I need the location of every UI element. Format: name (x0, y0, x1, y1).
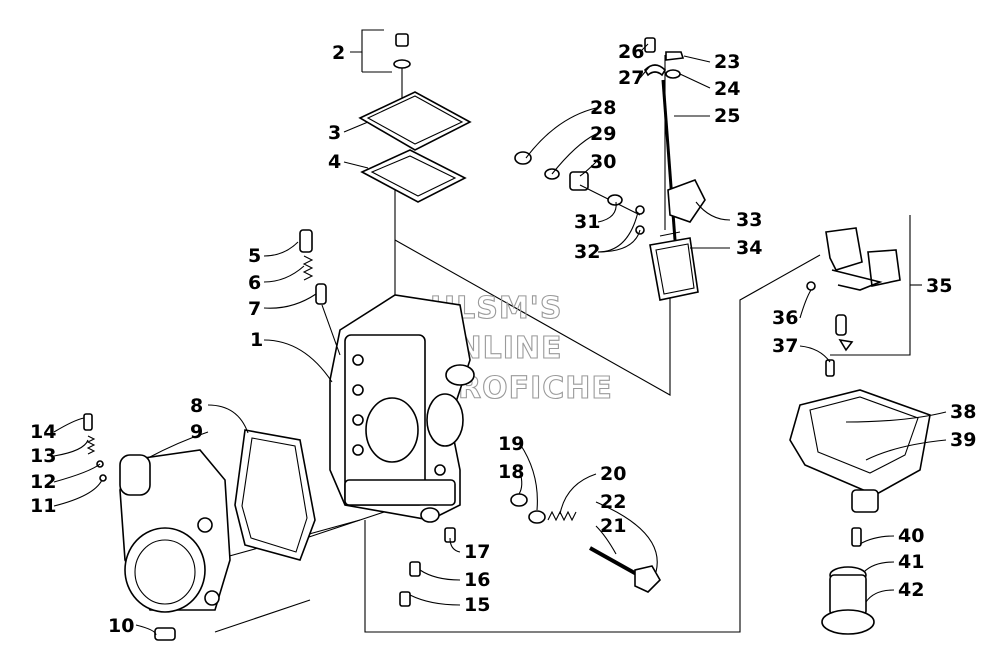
idle-spring (86, 435, 96, 455)
callout-23: 23 (714, 51, 740, 73)
callout-40: 40 (898, 525, 924, 547)
callout-13: 13 (30, 445, 56, 467)
callout-17: 17 (464, 541, 490, 563)
throttle-lever (667, 179, 706, 223)
callout-19: 19 (498, 433, 524, 455)
carburetor-body (329, 294, 475, 523)
callout-15: 15 (464, 594, 490, 616)
callout-9: 9 (190, 421, 203, 443)
callout-21: 21 (600, 515, 626, 537)
float-bowl-group (789, 389, 931, 635)
mixture-screw-knob (634, 565, 661, 593)
callout-24: 24 (714, 78, 740, 100)
callout-26: 26 (618, 41, 644, 63)
callout-29: 29 (590, 123, 616, 145)
callout-25: 25 (714, 105, 740, 127)
air-screw-parts (299, 229, 341, 356)
pilot-jet-group (399, 493, 661, 607)
callout-30: 30 (590, 151, 616, 173)
callout-16: 16 (464, 569, 490, 591)
o-ring (99, 474, 107, 482)
callout-8: 8 (190, 395, 203, 417)
mixture-spring (547, 510, 577, 522)
callout-41: 41 (898, 551, 924, 573)
adapter-gasket (234, 429, 316, 561)
top-cover-group (358, 33, 472, 203)
callout-33: 33 (736, 209, 762, 231)
top-cover-plate (358, 91, 472, 151)
callout-2: 2 (332, 42, 345, 64)
float-assembly-group (806, 215, 911, 377)
callout-leaders (53, 29, 947, 636)
idle-screw (83, 413, 93, 431)
float-bowl (789, 389, 931, 496)
callout-32: 32 (574, 241, 600, 263)
cover-washer (393, 59, 411, 69)
callout-10: 10 (108, 615, 134, 637)
throttle-slide-group (514, 37, 706, 301)
callout-35: 35 (926, 275, 952, 297)
cover-gasket (360, 149, 467, 203)
adapter-screw (154, 627, 176, 641)
callout-12: 12 (30, 471, 56, 493)
callout-4: 4 (328, 151, 341, 173)
air-screw-spring (302, 255, 314, 281)
callout-38: 38 (950, 401, 976, 423)
callout-18: 18 (498, 461, 524, 483)
callout-36: 36 (772, 307, 798, 329)
callout-numbers: 1 2 3 4 5 6 7 8 9 10 11 12 13 14 15 16 1… (30, 41, 976, 637)
callout-28: 28 (590, 97, 616, 119)
callout-1: 1 (250, 329, 263, 351)
callout-39: 39 (950, 429, 976, 451)
callout-34: 34 (736, 237, 762, 259)
throttle-slide (649, 237, 699, 301)
callout-27: 27 (618, 67, 644, 89)
callout-20: 20 (600, 463, 626, 485)
callout-31: 31 (574, 211, 600, 233)
air-screw (299, 229, 313, 253)
cover-screw (395, 33, 409, 47)
callout-11: 11 (30, 495, 56, 517)
callout-22: 22 (600, 491, 626, 513)
intake-adapter-group (83, 413, 316, 641)
callout-5: 5 (248, 245, 261, 267)
float-right (867, 249, 901, 287)
callout-42: 42 (898, 579, 924, 601)
float-left (825, 227, 863, 271)
callout-37: 37 (772, 335, 798, 357)
callout-3: 3 (328, 122, 341, 144)
callout-7: 7 (248, 298, 261, 320)
air-screw-washer-ring (315, 283, 327, 305)
callout-14: 14 (30, 421, 56, 443)
callout-6: 6 (248, 272, 261, 294)
